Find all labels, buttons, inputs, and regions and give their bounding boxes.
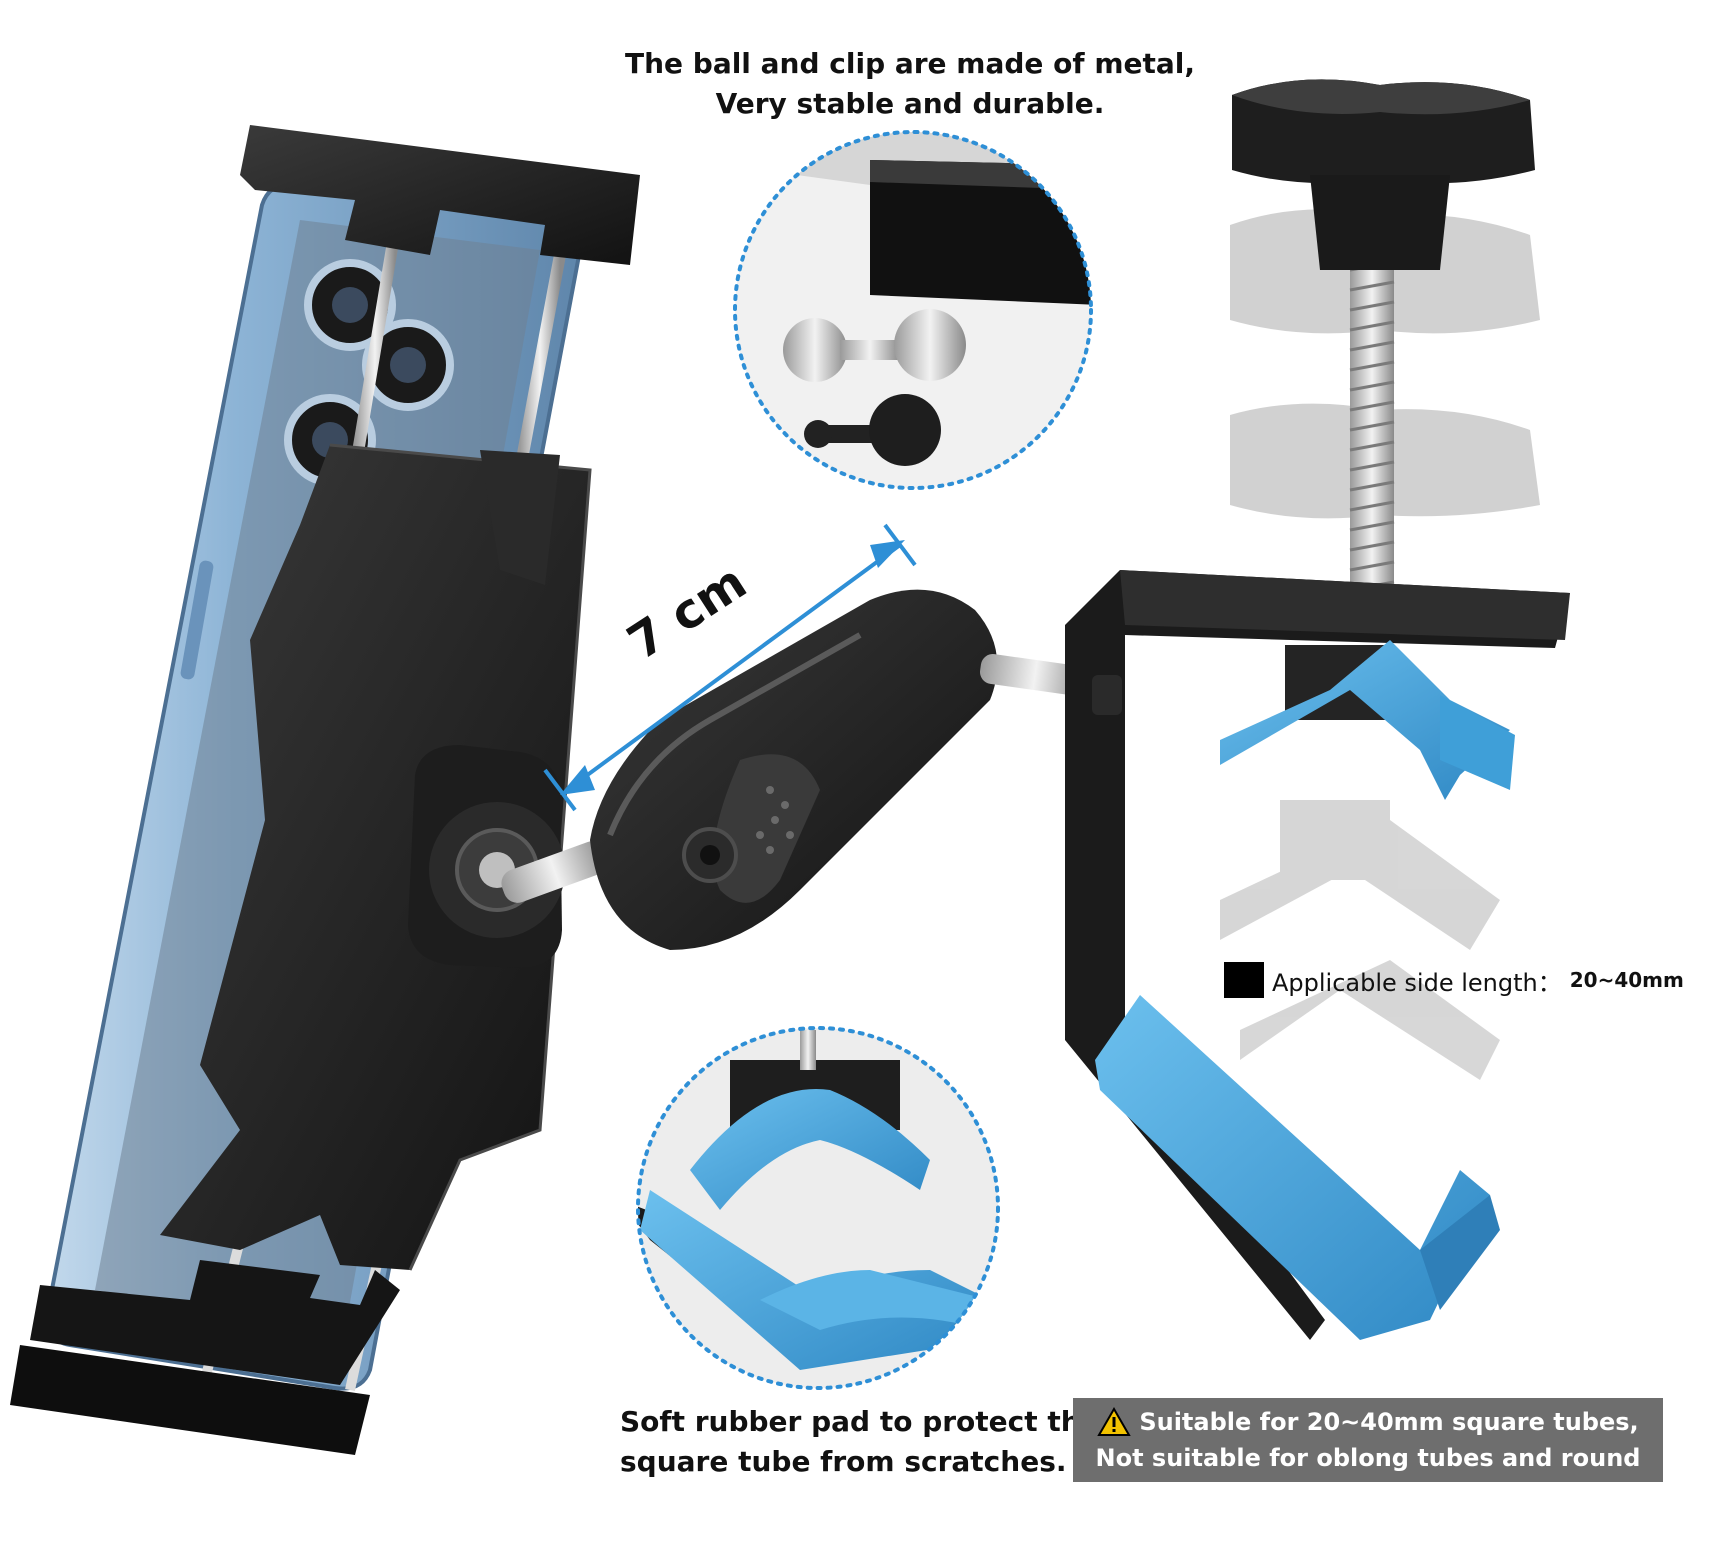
side-length-value: 20~40mm: [1569, 968, 1684, 992]
phone-holder: [10, 125, 640, 1455]
pad-detail-circle: [636, 1026, 1000, 1390]
top-caption: The ball and clip are made of metal, Ver…: [560, 44, 1260, 124]
warning-line1: Suitable for 20~40mm square tubes,: [1139, 1408, 1639, 1436]
side-length-legend: Applicable side length： 20~40mm: [1224, 962, 1684, 998]
ball-arm: [501, 589, 1090, 950]
top-caption-line2: Very stable and durable.: [715, 87, 1105, 120]
warning-line2: Not suitable for oblong tubes and round …: [1095, 1444, 1641, 1508]
bottom-caption-line2: square tube from scratches.: [620, 1445, 1067, 1478]
ball-detail-circle: [733, 130, 1093, 490]
c-clamp: [1065, 79, 1570, 1340]
top-caption-line1: The ball and clip are made of metal,: [625, 47, 1195, 80]
side-length-label: Applicable side length：: [1272, 968, 1562, 997]
bottom-caption: Soft rubber pad to protect the square tu…: [620, 1402, 1140, 1482]
warning-icon: [1097, 1407, 1132, 1436]
legend-swatch: [1224, 962, 1264, 998]
clamp-knob: [1232, 79, 1535, 270]
bottom-caption-line1: Soft rubber pad to protect the: [620, 1405, 1100, 1438]
measurement-arrow: [543, 523, 917, 812]
holder-knob: [408, 745, 565, 968]
warning-box: Suitable for 20~40mm square tubes, Not s…: [1073, 1398, 1663, 1508]
